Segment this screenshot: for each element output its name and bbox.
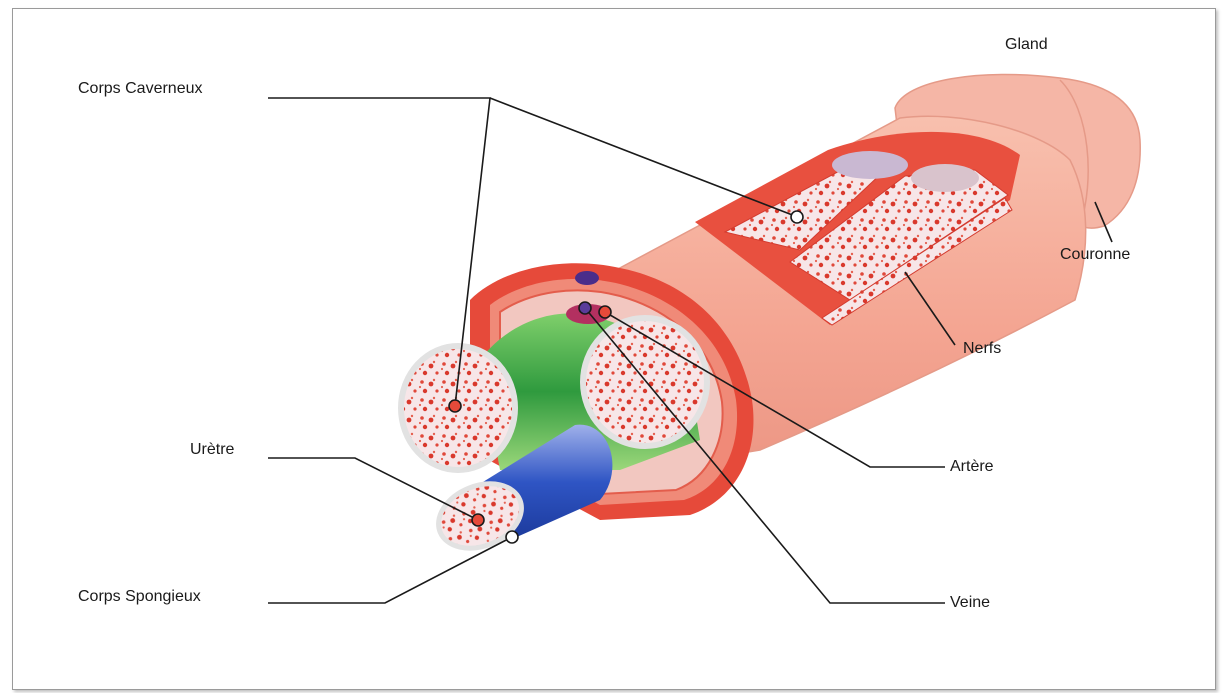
label-artere: Artère [950, 458, 994, 476]
right-corpus-cavernosum [583, 318, 707, 446]
label-corps-caverneux: Corps Caverneux [78, 80, 203, 98]
marker-corps-caverneux-2 [791, 211, 803, 223]
label-corps-spongieux: Corps Spongieux [78, 588, 201, 606]
marker-corps-caverneux [449, 400, 461, 412]
label-nerfs: Nerfs [963, 340, 1001, 358]
marker-corps-spongieux [506, 531, 518, 543]
label-uretre: Urètre [190, 441, 234, 459]
dorsal-vein-blob [575, 271, 599, 285]
leader-corps-caverneux-2 [490, 98, 795, 216]
marker-veine [579, 302, 591, 314]
marker-uretre [472, 514, 484, 526]
label-veine: Veine [950, 594, 990, 612]
marker-artere [599, 306, 611, 318]
label-couronne: Couronne [1060, 246, 1130, 264]
label-gland: Gland [1005, 36, 1048, 54]
